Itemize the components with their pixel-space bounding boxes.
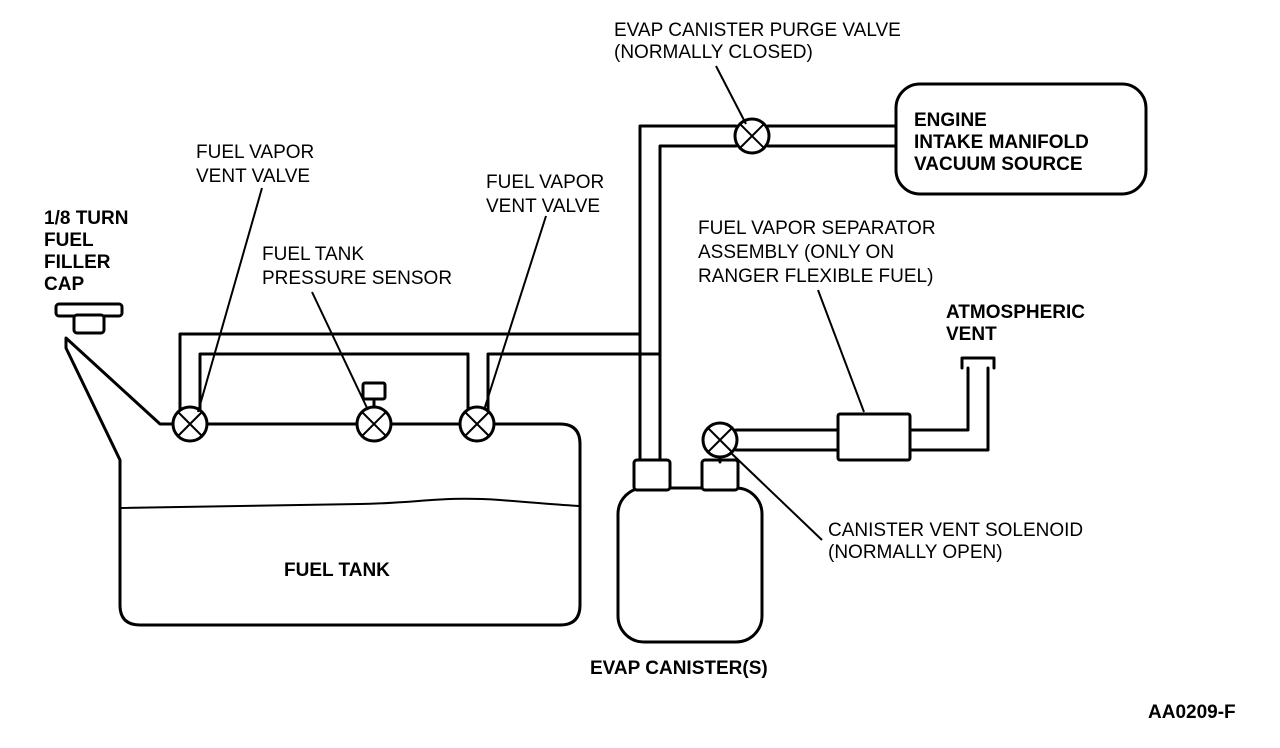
vent-solenoid-label: CANISTER VENT SOLENOID (NORMALLY OPEN) [828, 520, 1088, 563]
pressure-sensor [355, 381, 393, 443]
vent-valve-left-label: FUEL VAPOR VENT VALVE [196, 142, 320, 187]
vent-valve-right-label: FUEL VAPOR VENT VALVE [486, 172, 610, 217]
purge-valve [733, 117, 771, 155]
vent-valve-right [458, 405, 496, 443]
fuel-tank [64, 336, 582, 627]
atmospheric-vent [960, 356, 996, 370]
separator-assembly [836, 412, 912, 462]
vent-valve-left [171, 405, 209, 443]
evap-canister-label: EVAP CANISTER(S) [590, 658, 768, 679]
vapor-lines [178, 124, 898, 462]
engine-box [894, 82, 1148, 196]
filler-cap [54, 302, 124, 335]
leader-lines [197, 65, 865, 541]
vent-solenoid [701, 421, 739, 459]
atmospheric-vent-label: ATMOSPHERIC VENT [946, 302, 1090, 345]
fuel-tank-label: FUEL TANK [284, 560, 390, 581]
evap-canister [616, 458, 764, 644]
engine-label: ENGINE INTAKE MANIFOLD VACUUM SOURCE [914, 110, 1094, 175]
figure-id: AA0209-F [1148, 702, 1236, 723]
purge-valve-label: EVAP CANISTER PURGE VALVE (NORMALLY CLOS… [614, 20, 906, 63]
pressure-sensor-label: FUEL TANK PRESSURE SENSOR [262, 244, 452, 289]
separator-label: FUEL VAPOR SEPARATOR ASSEMBLY (ONLY ON R… [698, 218, 941, 287]
filler-cap-label: 1/8 TURN FUEL FILLER CAP [44, 208, 134, 295]
